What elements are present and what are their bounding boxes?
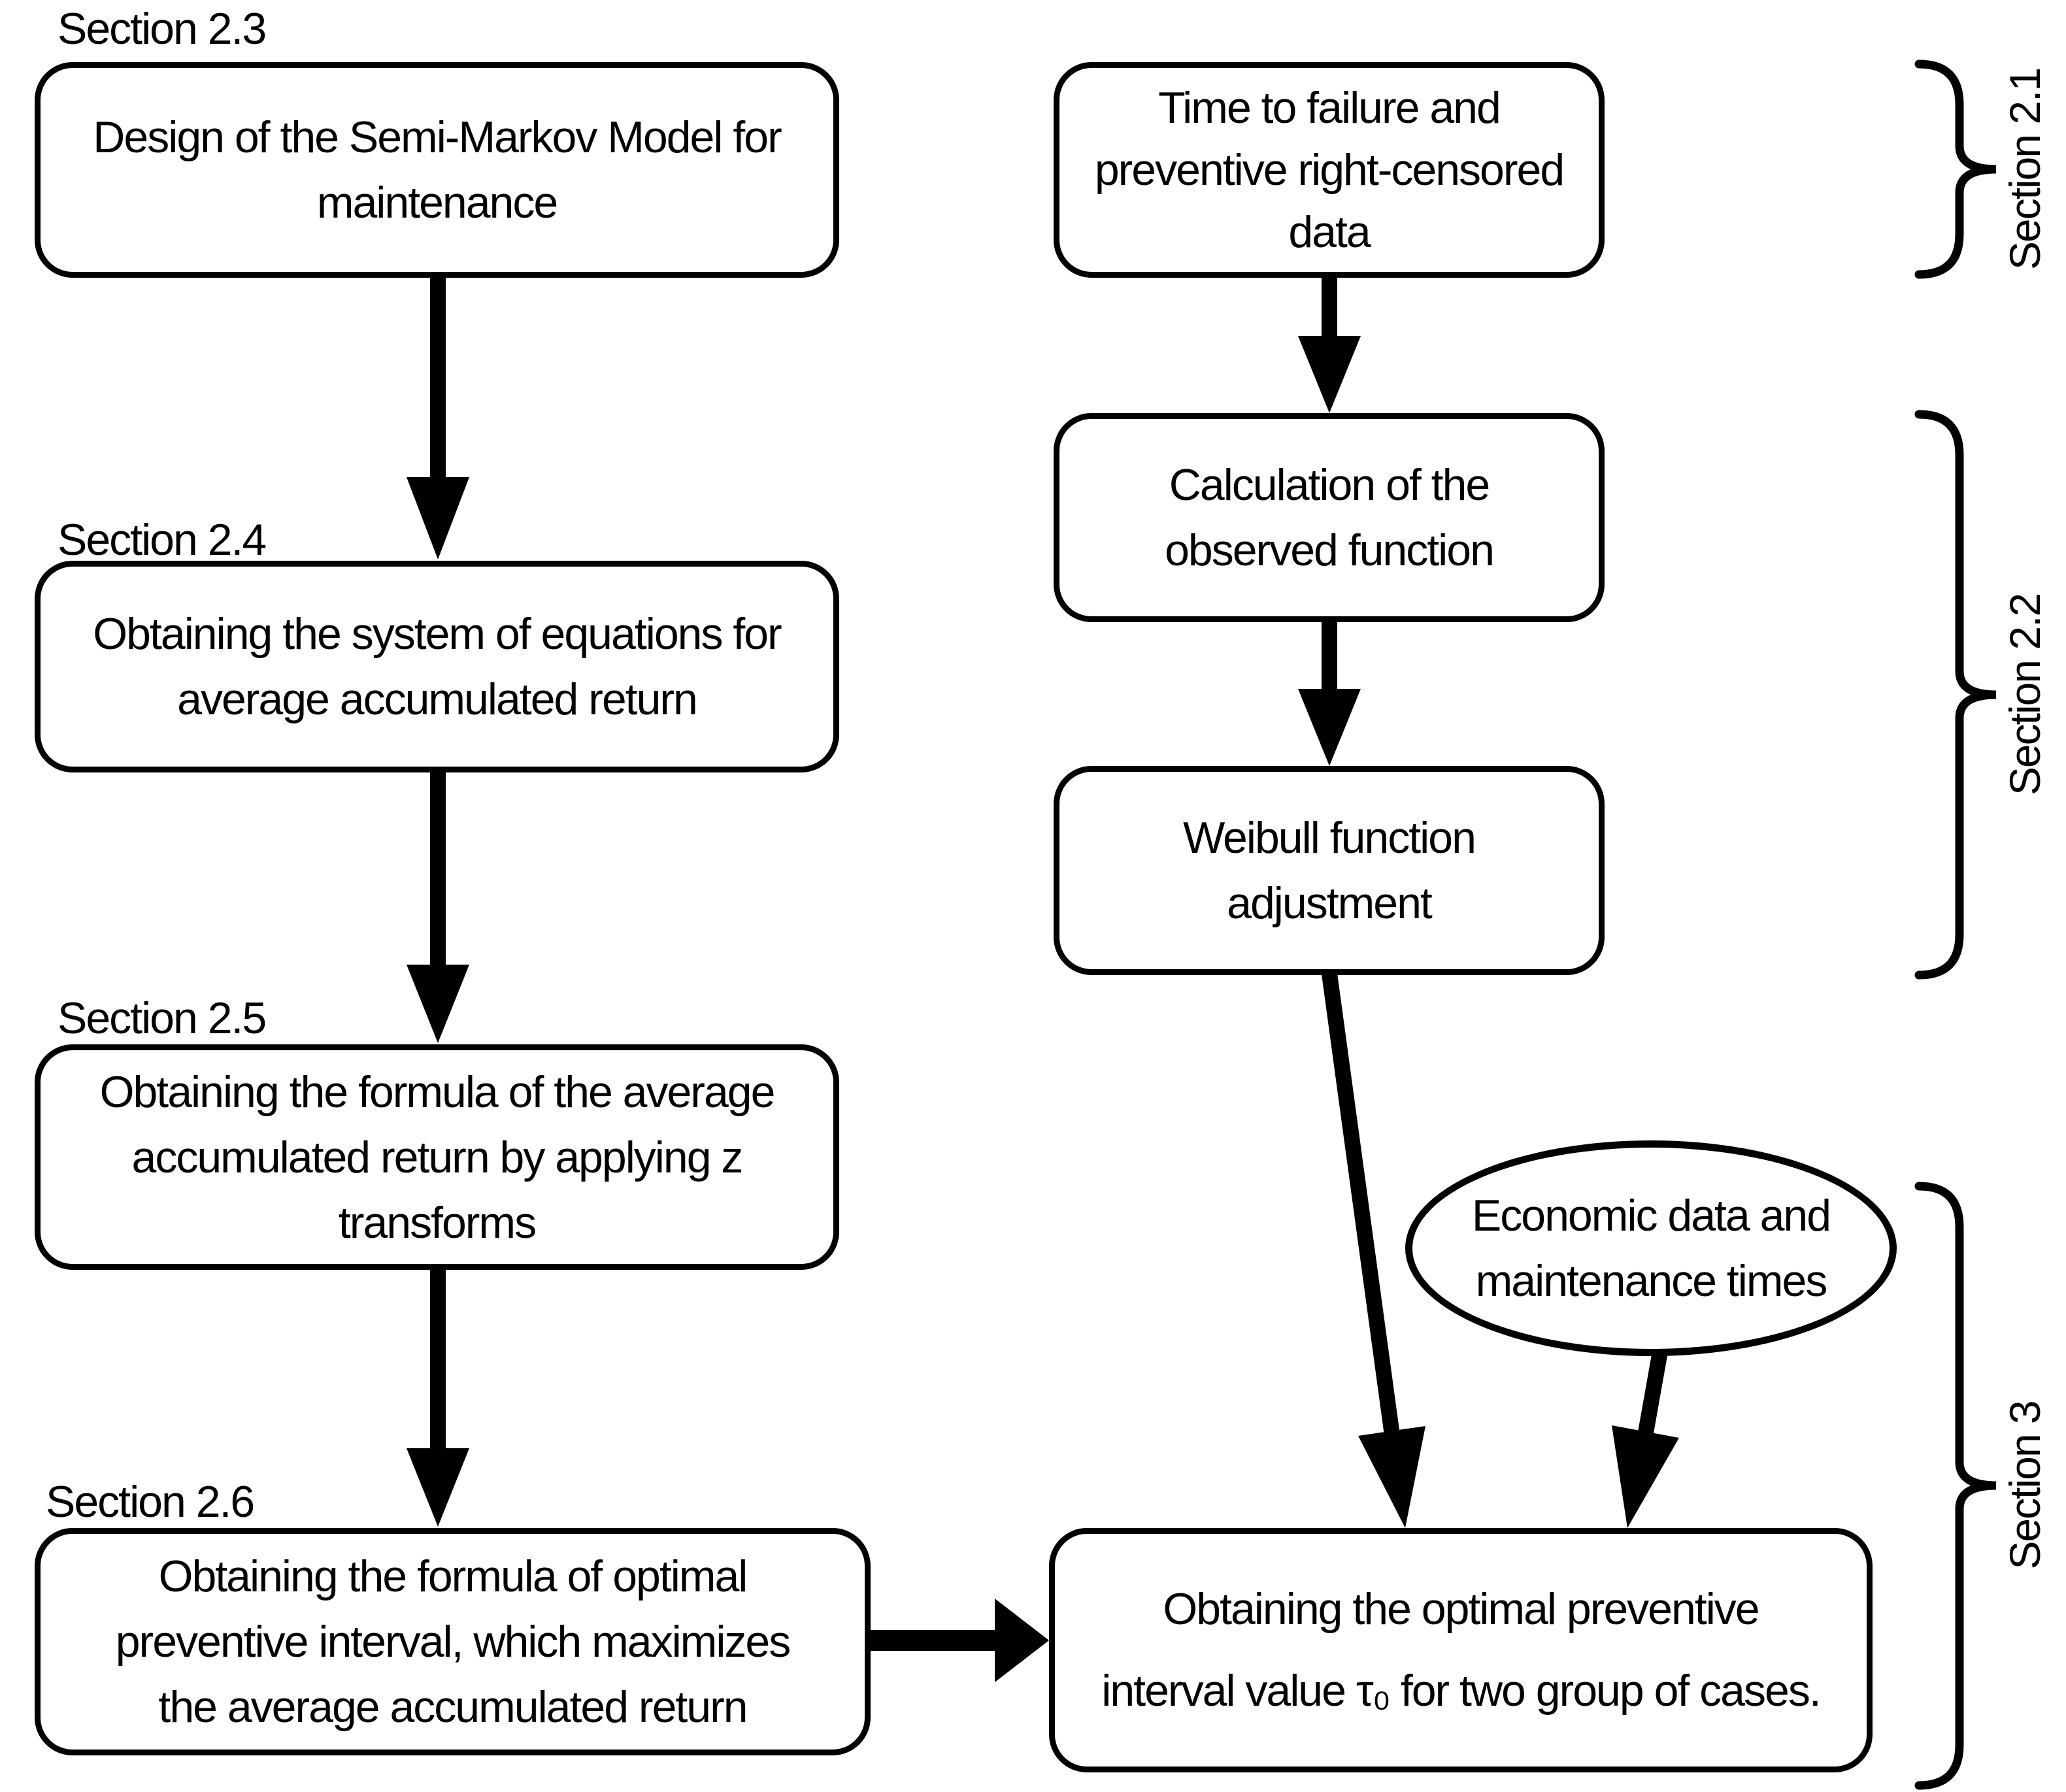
box-system-of-equations: Obtaining the system of equations for av… bbox=[35, 561, 839, 772]
box-text-line: maintenance times bbox=[1475, 1256, 1828, 1306]
box-text-line: observed function bbox=[1165, 525, 1495, 575]
arrow-optimalformula-to-optimalvalue bbox=[871, 1599, 1049, 1682]
arrow-failuredata-to-observed bbox=[1298, 274, 1361, 413]
box-weibull-adjustment: Weibull function adjustment bbox=[1054, 766, 1605, 975]
box-text-line: Obtaining the formula of the average bbox=[99, 1067, 776, 1117]
box-design-semi-markov-model: Design of the Semi-Markov Model for main… bbox=[35, 62, 839, 278]
box-optimal-preventive-interval-formula: Obtaining the formula of optimal prevent… bbox=[35, 1528, 871, 1755]
box-text-line: Weibull function bbox=[1183, 813, 1476, 863]
box-text-line: Obtaining the optimal preventive bbox=[1163, 1584, 1759, 1634]
box-time-to-failure-data: Time to failure and preventive right-cen… bbox=[1054, 62, 1605, 278]
box-text-line: accumulated return by applying z bbox=[131, 1132, 744, 1182]
arrow-weibull-to-optimalvalue bbox=[1322, 966, 1425, 1528]
box-text-line: Calculation of the bbox=[1169, 460, 1490, 510]
box-text-line: the average accumulated return bbox=[158, 1682, 748, 1732]
box-text-line: average accumulated return bbox=[177, 674, 698, 724]
box-text-line: Obtaining the system of equations for bbox=[93, 609, 782, 659]
brace-section-2-1 bbox=[1914, 59, 1997, 279]
arrow-ztransforms-to-optimalformula bbox=[407, 1268, 469, 1527]
box-text-line: Design of the Semi-Markov Model for bbox=[93, 112, 782, 162]
box-text-line: Time to failure and bbox=[1158, 82, 1501, 133]
arrow-economic-to-optimalvalue bbox=[1612, 1344, 1679, 1528]
arrow-observed-to-weibull bbox=[1298, 621, 1361, 766]
label-section-2-4: Section 2.4 bbox=[58, 515, 267, 565]
label-section-2-5: Section 2.5 bbox=[58, 993, 267, 1043]
brace-section-2-2 bbox=[1914, 410, 1997, 980]
arrow-design-to-equations bbox=[407, 274, 469, 559]
box-text-line: interval value τ₀ for two group of cases… bbox=[1101, 1666, 1821, 1716]
box-text-line: transforms bbox=[338, 1197, 537, 1248]
box-optimal-preventive-interval-value: Obtaining the optimal preventive interva… bbox=[1049, 1528, 1873, 1772]
label-section-2-6: Section 2.6 bbox=[46, 1477, 255, 1527]
box-text-line: maintenance bbox=[316, 178, 558, 227]
box-text-line: Obtaining the formula of optimal bbox=[158, 1551, 748, 1601]
box-text-line: adjustment bbox=[1227, 878, 1433, 928]
box-observed-function: Calculation of the observed function bbox=[1054, 413, 1605, 622]
box-z-transforms-formula: Obtaining the formula of the average acc… bbox=[35, 1044, 839, 1270]
box-text-line: preventive right-censored bbox=[1094, 144, 1565, 195]
ellipse-economic-data: Economic data and maintenance times bbox=[1405, 1140, 1897, 1356]
box-text-line: Economic data and bbox=[1471, 1191, 1831, 1240]
arrow-equations-to-ztransforms bbox=[407, 770, 469, 1043]
label-section-2-2: Section 2.2 bbox=[2001, 593, 2049, 796]
box-text-line: data bbox=[1288, 207, 1371, 257]
label-section-3: Section 3 bbox=[2001, 1401, 2049, 1570]
label-section-2-1: Section 2.1 bbox=[2001, 68, 2049, 271]
box-text-line: preventive interval, which maximizes bbox=[115, 1617, 791, 1667]
label-section-2-3: Section 2.3 bbox=[58, 4, 267, 54]
brace-section-3 bbox=[1914, 1182, 1997, 1790]
